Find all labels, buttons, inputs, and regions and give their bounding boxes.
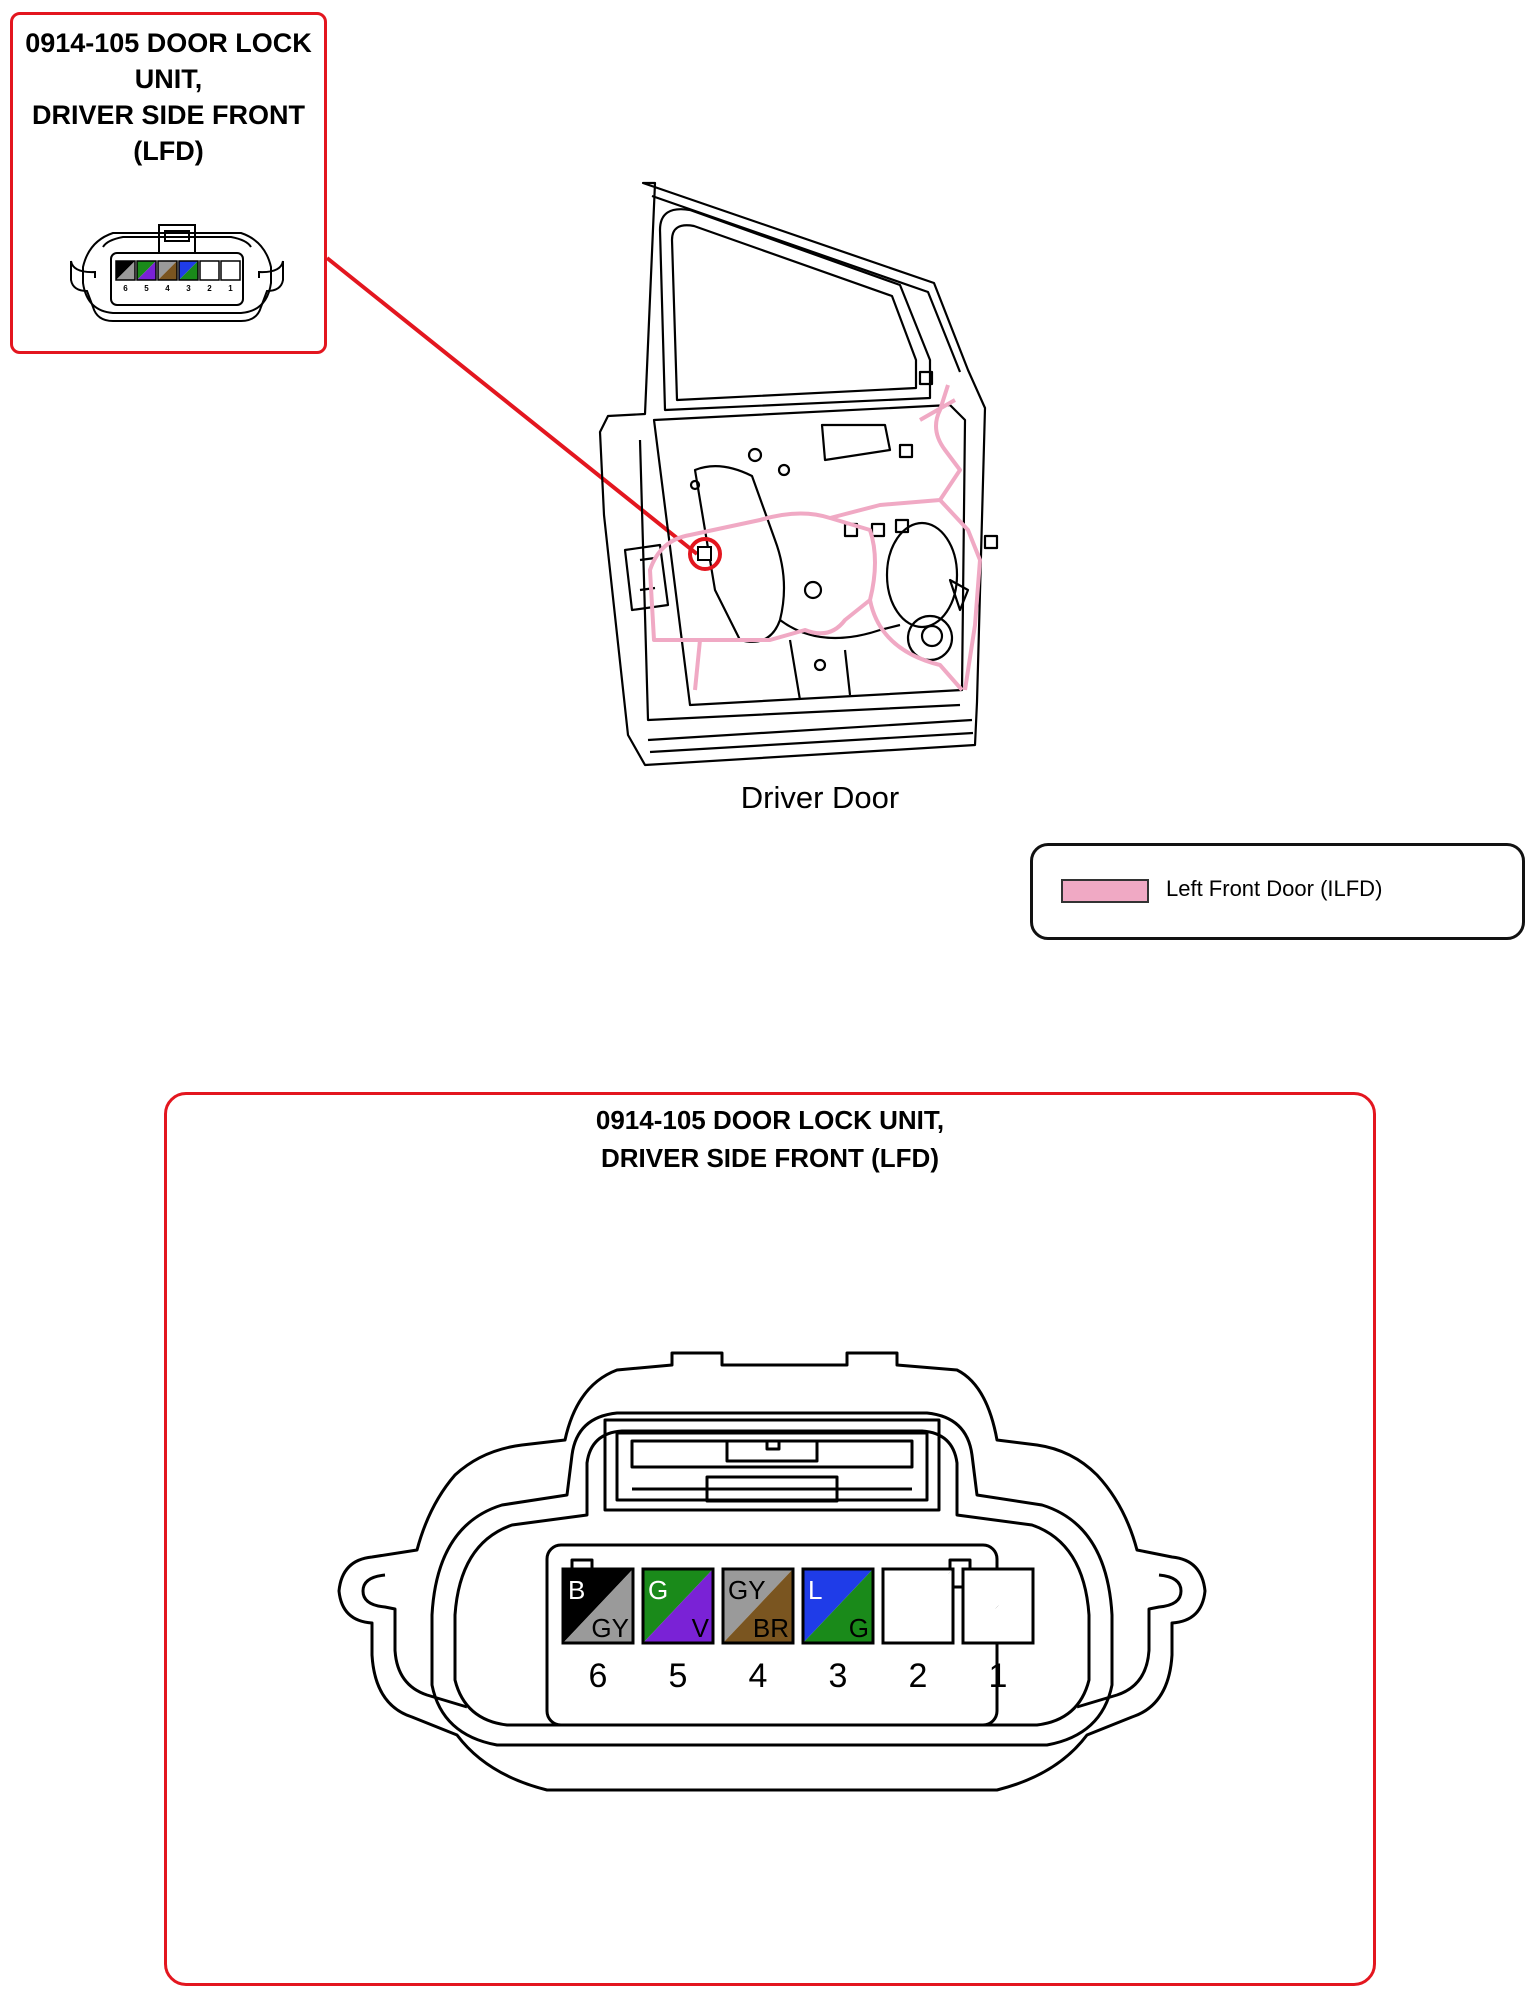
- pin-6-number: 6: [123, 284, 128, 293]
- pin-4-number: 4: [749, 1657, 768, 1695]
- pin-6: 6: [115, 260, 136, 293]
- legend: Left Front Door (ILFD): [1030, 843, 1525, 940]
- pin-1: 1: [220, 260, 241, 293]
- pin-5-bottom-color: [137, 261, 156, 280]
- pin-3-number: 3: [186, 284, 191, 293]
- pin-6-top-code: B: [568, 1575, 585, 1605]
- pin-5-cell: [136, 260, 157, 281]
- pin-5-bottom-color: [643, 1569, 713, 1643]
- pin-5: GV5: [641, 1567, 715, 1695]
- pin-4: GY BR 4: [721, 1567, 795, 1695]
- pin-5-number: 5: [669, 1657, 688, 1695]
- pin-3-bottom-code: G: [849, 1613, 869, 1643]
- pin-1-bottom-color: [221, 261, 240, 280]
- pin-3-cell: [801, 1567, 875, 1645]
- pin-2-number: 2: [207, 284, 212, 293]
- connector-icon: [697, 546, 712, 561]
- pin-6-bottom-code: GY: [591, 1613, 629, 1643]
- pin-1: 1: [961, 1567, 1035, 1695]
- pin-5-top-code: G: [648, 1575, 668, 1605]
- pin-2-number: 2: [909, 1657, 928, 1695]
- legend-swatch: [1061, 879, 1149, 903]
- connector-detail-panel: 0914-105 DOOR LOCK UNIT, DRIVER SIDE FRO…: [164, 1092, 1376, 1986]
- pin-6: BGY 6: [561, 1567, 635, 1695]
- pin-4-cell: [721, 1567, 795, 1645]
- pin-4-bottom-code: BR: [753, 1613, 789, 1643]
- pin-6-cell: [561, 1567, 635, 1645]
- pin-2-cell: [199, 260, 220, 281]
- pin-2-bottom-color: [200, 261, 219, 280]
- pin-2: 2: [881, 1567, 955, 1695]
- driver-door-drawing: [598, 181, 999, 767]
- pin-3-top-code: L: [808, 1575, 822, 1605]
- pin-3-bottom-color: [803, 1569, 873, 1643]
- pin-4-number: 4: [165, 284, 170, 293]
- pin-1-number: 1: [228, 284, 233, 293]
- pin-5-cell: [641, 1567, 715, 1645]
- connector-highlight: [688, 537, 722, 571]
- pin-2: 2: [199, 260, 220, 293]
- pin-3: 3: [178, 260, 199, 293]
- pin-3-number: 3: [829, 1657, 848, 1695]
- pin-3: LG3: [801, 1567, 875, 1695]
- legend-label: Left Front Door (ILFD): [1166, 876, 1383, 901]
- pin-4-top-code: GY: [728, 1575, 766, 1605]
- pin-5-bottom-code: V: [692, 1613, 710, 1643]
- pin-5-number: 5: [144, 284, 149, 293]
- pin-1-bottom-color: [963, 1569, 1033, 1643]
- pin-6-cell: [115, 260, 136, 281]
- inset-panel: 0914-105 DOOR LOCK UNIT, DRIVER SIDE FRO…: [10, 12, 327, 354]
- pin-4-cell: [157, 260, 178, 281]
- door-caption: Driver Door: [740, 780, 900, 815]
- pin-4-bottom-color: [723, 1569, 793, 1643]
- pin-6-bottom-color: [116, 261, 135, 280]
- pin-2-bottom-color: [883, 1569, 953, 1643]
- inset-title: 0914-105 DOOR LOCK UNIT, DRIVER SIDE FRO…: [25, 28, 312, 166]
- left-front-door-harness: [648, 384, 982, 692]
- pin-4: 4: [157, 260, 178, 293]
- leader-line: [325, 256, 699, 556]
- pin-3-bottom-color: [179, 261, 198, 280]
- pin-6-number: 6: [589, 1657, 608, 1695]
- pin-4-bottom-color: [158, 261, 177, 280]
- detail-title: 0914-105 DOOR LOCK UNIT, DRIVER SIDE FRO…: [595, 1105, 945, 1173]
- pin-5: 5: [136, 260, 157, 293]
- pin-1-cell: [220, 260, 241, 281]
- pin-6-bottom-color: [563, 1569, 633, 1643]
- pin-1-number: 1: [989, 1657, 1008, 1695]
- pin-2-cell: [881, 1567, 955, 1645]
- pin-3-cell: [178, 260, 199, 281]
- inset-connector: 6 5 4 3 2 1: [70, 224, 284, 322]
- pin-1-cell: [961, 1567, 1035, 1645]
